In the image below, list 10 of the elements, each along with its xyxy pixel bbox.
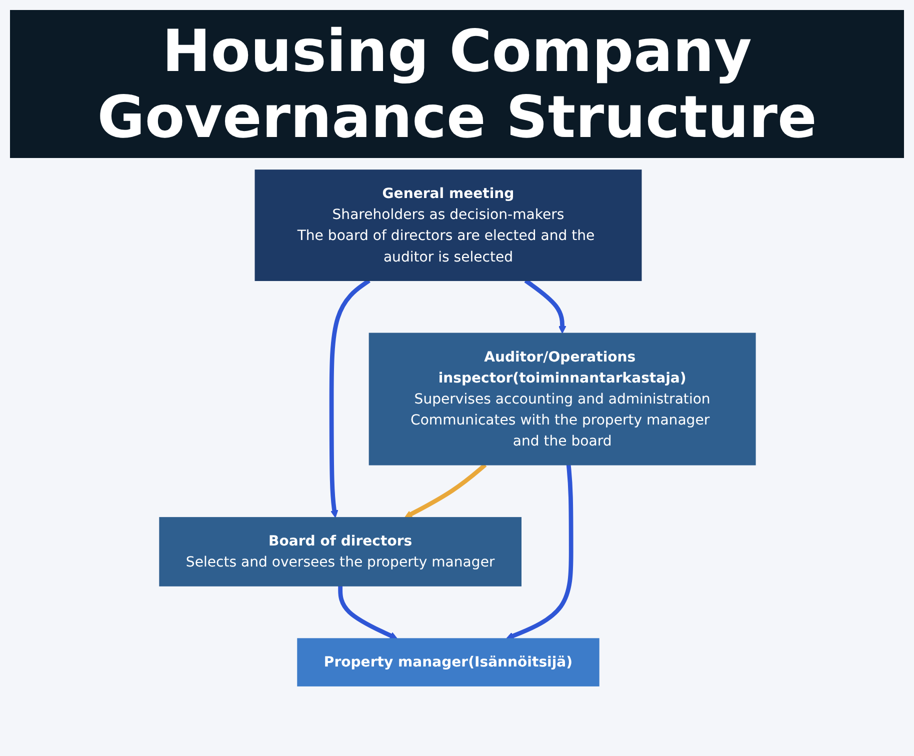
arrow bbox=[524, 278, 566, 334]
arrow bbox=[338, 586, 397, 640]
node-box: Auditor/Operations inspector(toiminnantarkastaja) Supervises accounting and administration Communicates with the property manager and the board bbox=[368, 332, 756, 466]
arrow bbox=[506, 464, 573, 640]
node-box: General meeting Shareholders as decision-makers The board of directors are elected and the auditor is selected bbox=[254, 170, 642, 282]
node-box: Property manager(Isännöitsijä) bbox=[296, 638, 599, 686]
node-box: Board of directors Selects and oversees the property manager bbox=[158, 517, 522, 586]
title: Housing Company Governance Structure bbox=[10, 10, 904, 158]
arrow bbox=[404, 463, 486, 518]
arrow bbox=[328, 278, 370, 518]
